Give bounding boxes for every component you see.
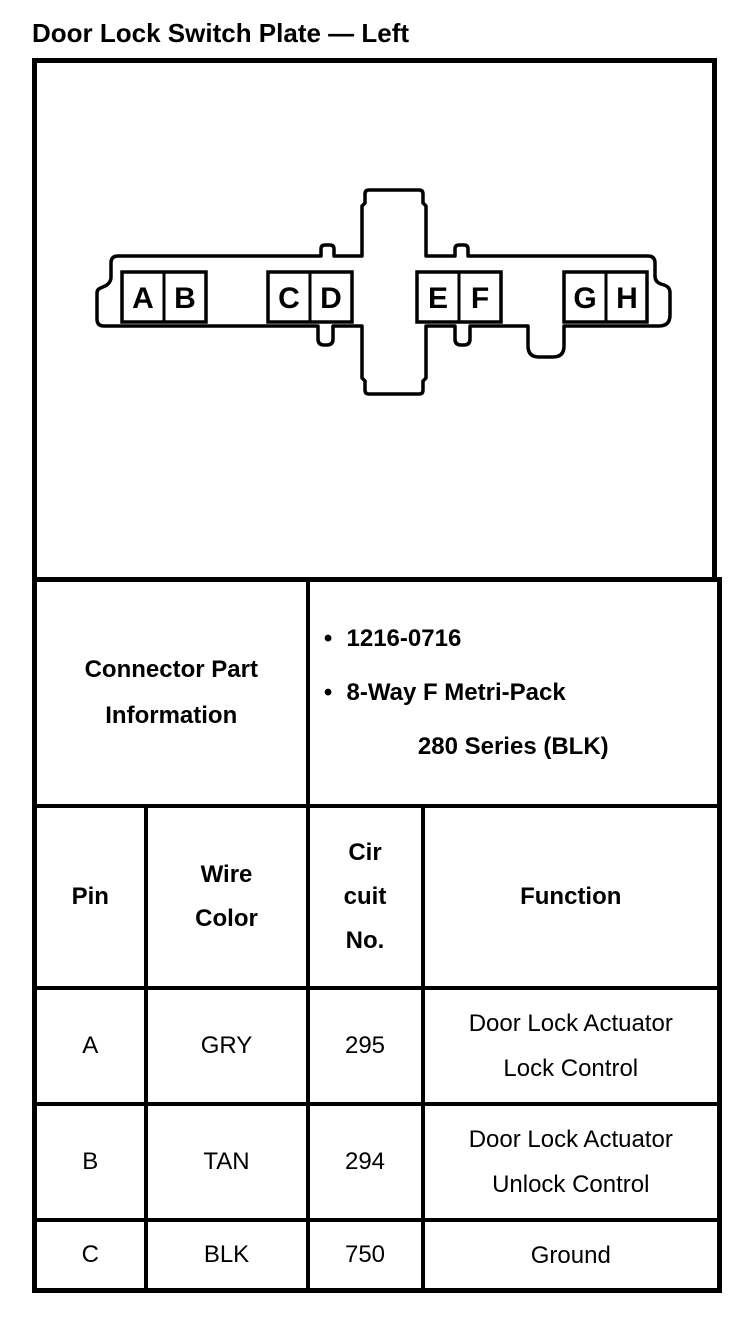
connector-series-text: 280 Series (BLK)	[417, 733, 609, 760]
cell-circuit-no: 294	[305, 1102, 425, 1222]
bullet-icon: •	[323, 679, 333, 706]
table-header-row: Pin Wire Color Cir cuit No. Function	[32, 804, 722, 990]
cell-function: Door Lock Actuator Lock Control	[420, 986, 722, 1106]
pin-box-group-ef: E F	[415, 270, 503, 324]
info-bullet-item: • 8-Way F Metri-Pack	[312, 666, 716, 720]
pin-label-f: F	[471, 282, 489, 315]
pin-box-group-cd: C D	[266, 270, 354, 324]
header-wire-color: Wire Color	[143, 804, 310, 990]
cell-wire-color: BLK	[143, 1218, 310, 1293]
cell-pin: C	[32, 1218, 148, 1293]
connector-face-drawing: A B C D E F G H	[95, 188, 672, 396]
table-row-pin-b: B TAN 294 Door Lock Actuator Unlock Cont…	[32, 1102, 722, 1222]
connector-part-info-label-cell: Connector Part Information	[32, 577, 310, 808]
cell-circuit-no: 295	[305, 986, 425, 1106]
connector-outline	[95, 188, 672, 396]
connector-part-info-detail-cell: • 1216-0716 • 8-Way F Metri-Pack 280 Ser…	[305, 577, 722, 808]
bullet-icon: •	[323, 625, 333, 652]
pin-label-g: G	[573, 282, 596, 315]
cell-circuit-no: 750	[305, 1218, 425, 1293]
cell-function: Ground	[420, 1218, 722, 1293]
connector-part-info-row: Connector Part Information • 1216-0716 •…	[32, 577, 722, 808]
cell-wire-color: TAN	[143, 1102, 310, 1222]
cell-function: Door Lock Actuator Unlock Control	[420, 1102, 722, 1222]
pin-box-group-ab: A B	[120, 270, 208, 324]
header-function: Function	[420, 804, 722, 990]
pin-label-h: H	[616, 282, 638, 315]
pin-label-d: D	[320, 282, 342, 315]
page-title: Door Lock Switch Plate — Left	[32, 18, 410, 48]
cell-pin: B	[32, 1102, 148, 1222]
cell-pin: A	[32, 986, 148, 1106]
info-label-line-2: Information	[105, 702, 238, 729]
pin-label-c: C	[278, 282, 300, 315]
connector-type-text: 8-Way F Metri-Pack	[346, 679, 566, 706]
cell-wire-color: GRY	[143, 986, 310, 1106]
info-bullet-item: • 1216-0716	[312, 612, 716, 666]
pin-box-group-gh: G H	[562, 270, 649, 324]
pin-label-b: B	[174, 282, 196, 315]
pin-label-a: A	[132, 282, 154, 315]
header-pin: Pin	[32, 804, 148, 990]
connector-pin-table: Connector Part Information • 1216-0716 •…	[32, 577, 723, 1293]
header-circuit-no: Cir cuit No.	[305, 804, 425, 990]
connector-diagram-panel: A B C D E F G H	[32, 58, 717, 582]
table-row-pin-a: A GRY 295 Door Lock Actuator Lock Contro…	[32, 986, 722, 1106]
part-number-text: 1216-0716	[346, 625, 462, 652]
pin-label-e: E	[428, 282, 448, 315]
table-row-pin-c: C BLK 750 Ground	[32, 1218, 722, 1293]
info-label-line-1: Connector Part	[84, 656, 258, 683]
